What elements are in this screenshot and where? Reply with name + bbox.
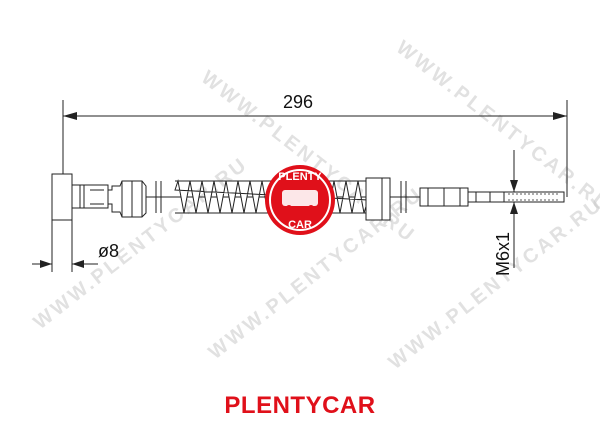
- diameter-dimension: [32, 220, 98, 272]
- logo-text-top: PLENTY: [278, 171, 322, 183]
- length-dimension: [62, 100, 568, 197]
- cable-body: [51, 173, 565, 221]
- plentycar-logo: PLENTY CAR: [265, 165, 335, 235]
- length-dimension-label: 296: [283, 92, 313, 112]
- logo-text-bottom: CAR: [288, 219, 312, 231]
- watermark-text: WWW.PLENTYCAR.RU: [385, 193, 600, 374]
- thread-dimension: [510, 150, 518, 268]
- brand-caption: PLENTYCAR: [224, 392, 376, 419]
- diameter-dimension-label: ø8: [98, 241, 119, 261]
- thread-dimension-label: M6x1: [493, 232, 513, 276]
- thread-hatch: [508, 193, 560, 201]
